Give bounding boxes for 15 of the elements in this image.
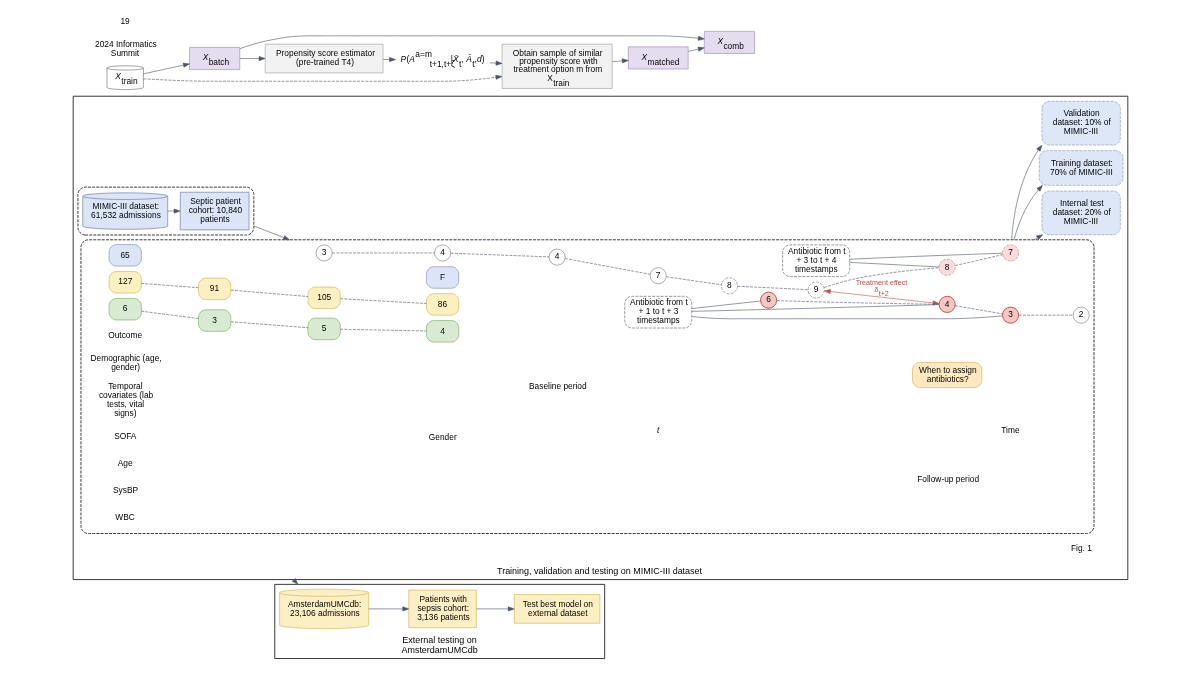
label: SysBP [112, 485, 138, 496]
label: Temporal covariates (lab tests, vital signs) [98, 381, 153, 419]
label: Follow-up period [916, 473, 979, 484]
label: Demographic (age, gender) [90, 353, 162, 373]
label: Age [117, 458, 133, 469]
label: Time [1000, 424, 1020, 435]
label: Baseline period [528, 381, 587, 392]
label: 2024 Informatics Summit [94, 38, 157, 58]
label: WBC [114, 512, 135, 523]
label: t [656, 424, 659, 435]
label: Fig. 1 [1070, 543, 1092, 554]
label: Gender [428, 432, 457, 443]
label: SOFA [113, 431, 136, 442]
label: Outcome [107, 330, 142, 341]
label: 19 [119, 15, 130, 26]
